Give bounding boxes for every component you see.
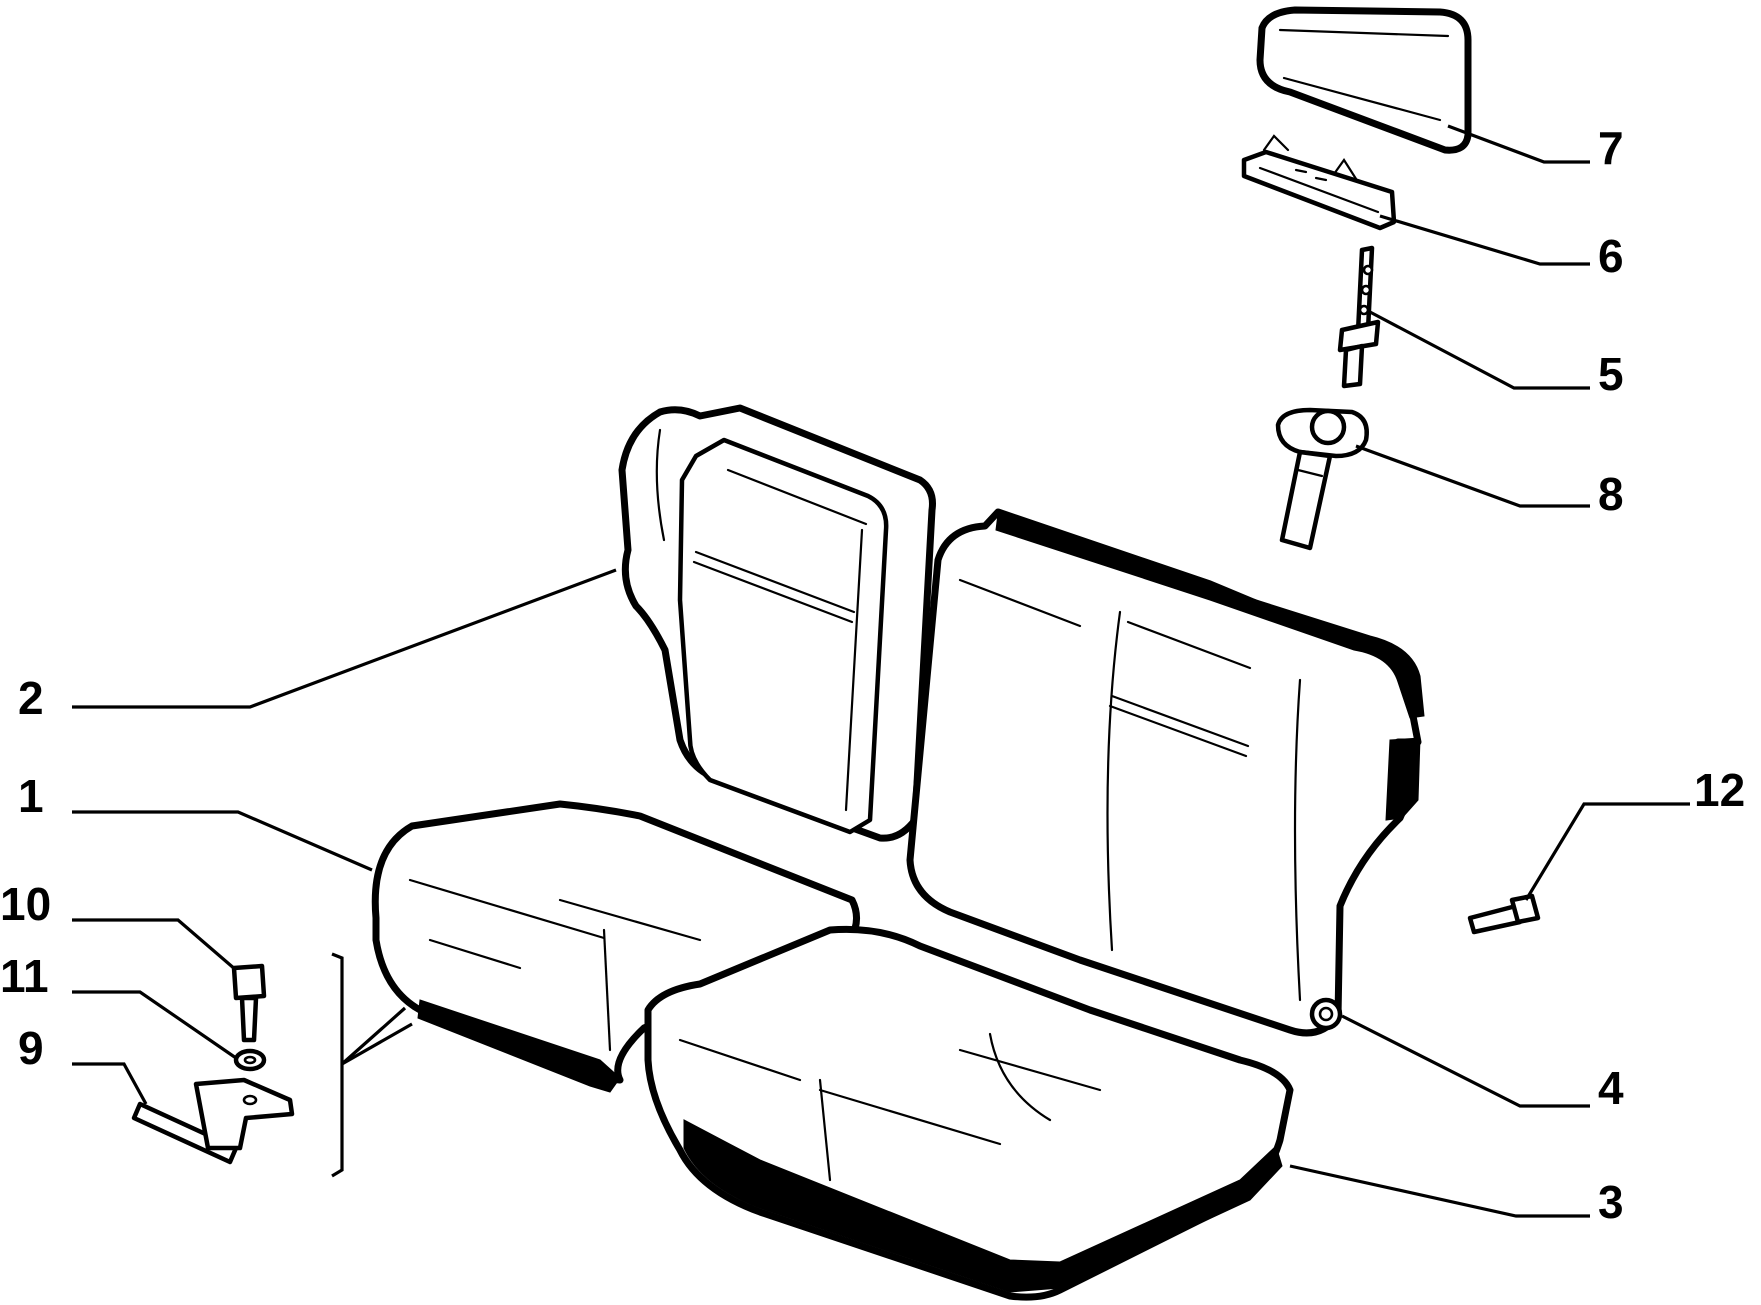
leader-6 <box>1379 214 1590 266</box>
callout-11: 11 <box>0 950 49 1002</box>
leader-9 <box>72 1062 148 1105</box>
callout-12: 12 <box>1694 764 1745 816</box>
headrest-stem-part[interactable] <box>1337 245 1381 389</box>
callout-6: 6 <box>1598 230 1624 282</box>
callout-5: 5 <box>1598 348 1624 400</box>
left-cushion-part[interactable] <box>371 800 860 1093</box>
right-backrest-part[interactable] <box>906 508 1425 1037</box>
callout-2: 2 <box>18 672 44 724</box>
headrest-guide-part[interactable] <box>1241 134 1397 231</box>
headrest-part[interactable] <box>1256 6 1472 154</box>
callout-3: 3 <box>1598 1176 1624 1228</box>
callout-10: 10 <box>0 878 51 930</box>
right-cushion-part[interactable] <box>644 925 1294 1301</box>
leader-7 <box>1447 124 1590 164</box>
leader-12 <box>1524 802 1690 901</box>
callout-9: 9 <box>18 1022 44 1074</box>
leader-11 <box>72 990 237 1060</box>
leader-2 <box>72 568 617 709</box>
leader-1 <box>72 810 373 872</box>
bolt-part[interactable] <box>1467 893 1541 935</box>
callout-7: 7 <box>1598 122 1624 174</box>
callout-1: 1 <box>18 770 44 822</box>
leader-8 <box>1355 444 1590 508</box>
callout-4: 4 <box>1598 1062 1624 1114</box>
leader-5 <box>1369 310 1590 390</box>
washer-part[interactable] <box>233 1048 267 1072</box>
leader-3 <box>1289 1164 1590 1218</box>
group-bracket-leader <box>341 1022 413 1066</box>
leader-lines <box>72 124 1690 1218</box>
screw-part[interactable] <box>231 963 267 1043</box>
hinge-bracket-part[interactable] <box>131 1077 295 1165</box>
callout-labels: 7 6 5 8 2 1 10 11 9 4 3 12 <box>0 122 1745 1228</box>
leader-4 <box>1341 1014 1590 1108</box>
left-backrest-part[interactable] <box>618 404 936 842</box>
headrest-bushing-part[interactable] <box>1275 407 1369 551</box>
leader-10 <box>72 918 238 972</box>
callout-8: 8 <box>1598 468 1624 520</box>
